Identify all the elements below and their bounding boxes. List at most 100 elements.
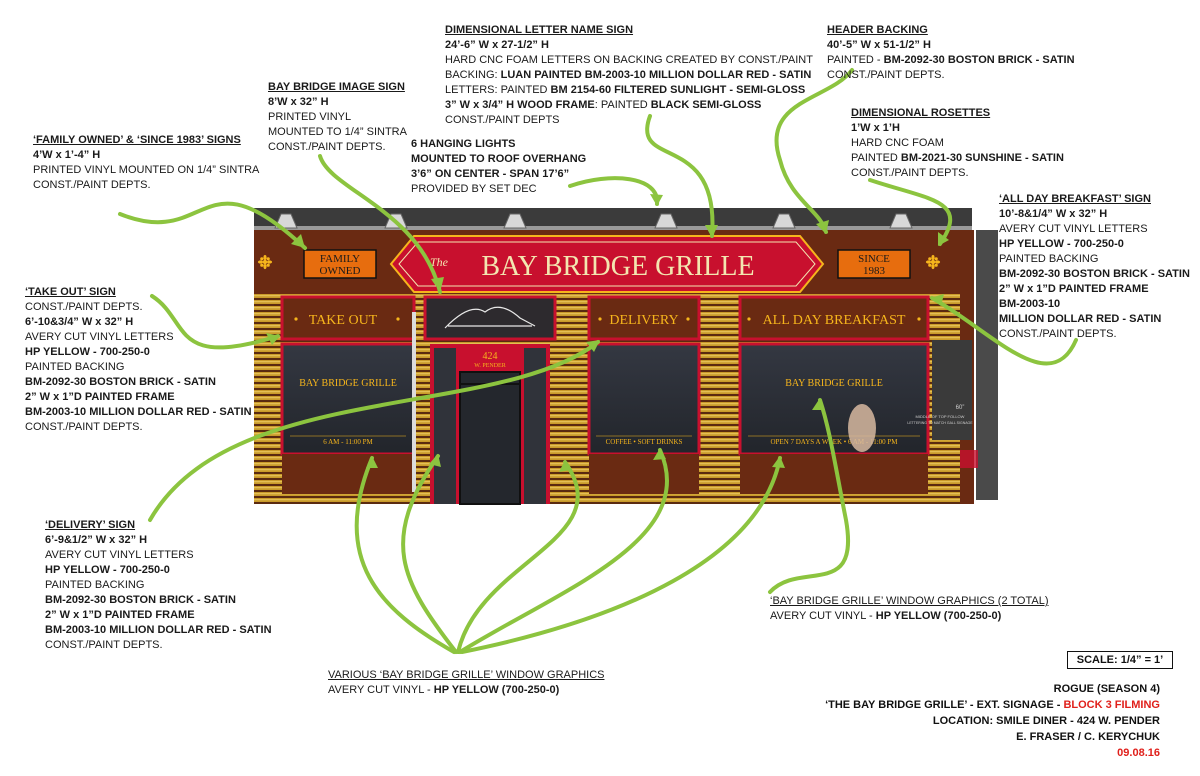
family-owned-line2: OWNED	[320, 265, 361, 277]
arrow-window-graphics	[768, 398, 850, 594]
designers: E. FRASER / C. KERYCHUK	[1016, 731, 1160, 743]
rosette-left	[257, 254, 273, 270]
annotation-line: HP YELLOW - 700-250-0	[999, 238, 1124, 250]
annotation-line: CONST./PAINT DEPTS.	[851, 167, 969, 179]
annotation-line: 4’W x 1’-4” H	[33, 149, 101, 161]
annotation-line: BM-2003-10 MILLION DOLLAR RED - SATIN	[25, 406, 252, 418]
since-line2: 1983	[863, 265, 886, 277]
annotation-line: 24’-6” W x 27-1/2” H	[445, 39, 549, 51]
annotation-line: CONST./PAINT DEPTS.	[999, 328, 1117, 340]
arrowhead	[559, 460, 571, 472]
annotation-title: 6 HANGING LIGHTS	[411, 138, 516, 150]
annotation-take-out: ‘TAKE OUT’ SIGN CONST./PAINT DEPTS. 6’-1…	[25, 285, 252, 435]
window-right	[738, 342, 930, 456]
annotation-title: VARIOUS ‘BAY BRIDGE GRILLE’ WINDOW GRAPH…	[328, 669, 605, 681]
annotation-line: MILLION DOLLAR RED - SATIN	[999, 313, 1162, 325]
annotation-line-part: 3” W x 3/4” H WOOD FRAME	[445, 99, 595, 111]
annotation-rosettes: DIMENSIONAL ROSETTES 1’W x 1’H HARD CNC …	[851, 106, 1064, 181]
arrowhead	[705, 225, 718, 238]
annotation-title: BAY BRIDGE IMAGE SIGN	[268, 81, 405, 93]
annotation-family-owned: ‘FAMILY OWNED’ & ‘SINCE 1983’ SIGNS 4’W …	[33, 133, 259, 193]
bridge-graphic	[444, 306, 536, 329]
annotation-line-part: BM-2021-30 SUNSHINE - SATIN	[900, 152, 1064, 164]
arrow-various-1	[354, 456, 456, 654]
window-note-2: MIDDLE OF TOP FOLLOW	[916, 414, 965, 419]
name-sign	[389, 235, 825, 293]
annotation-line-part: HP YELLOW (700-250-0)	[433, 684, 560, 696]
window-middle-text: COFFEE • SOFT DRINKS	[606, 438, 683, 446]
arrow-various-5	[460, 456, 782, 654]
arrowhead	[816, 220, 829, 234]
annotation-title: ‘DELIVERY’ SIGN	[45, 519, 136, 531]
arrowhead	[653, 448, 666, 460]
since-1983-sign	[837, 249, 911, 279]
show-title: ROGUE (SEASON 4)	[1053, 683, 1160, 695]
annotation-line: PRINTED VINYL	[268, 111, 352, 123]
arrow-header-backing	[774, 68, 854, 234]
arrowhead	[650, 194, 663, 206]
light-fixture	[889, 213, 913, 229]
rosette-right	[925, 254, 941, 270]
annotation-header-backing: HEADER BACKING 40’-5” W x 51-1/2” H PAIN…	[827, 23, 1075, 83]
annotation-line: PAINTED BACKING	[45, 579, 145, 591]
annotation-line: HARD CNC FOAM	[851, 137, 944, 149]
date: 09.08.16	[1117, 747, 1160, 759]
all-day-breakfast-sign	[738, 295, 930, 341]
arrow-rosette-right	[868, 178, 953, 246]
annotation-line: PROVIDED BY SET DEC	[411, 183, 537, 195]
annotation-all-day: ‘ALL DAY BREAKFAST’ SIGN 10’-8&1/4” W x …	[999, 192, 1190, 342]
address-street: W. PENDER	[474, 363, 505, 369]
annotation-line: CONST./PAINT DEPTS.	[268, 141, 386, 153]
arrow-family-owned	[118, 201, 307, 250]
bay-bridge-image-sign	[423, 295, 557, 341]
annotation-line-part: BM-2092-30 BOSTON BRICK - SATIN	[883, 54, 1075, 66]
annotation-line: 2” W x 1”D PAINTED FRAME	[45, 609, 195, 621]
annotation-line: 1’W x 1’H	[851, 122, 900, 134]
annotation-line-part: AVERY CUT VINYL -	[770, 610, 876, 622]
annotation-line: BM-2003-10 MILLION DOLLAR RED - SATIN	[45, 624, 272, 636]
family-owned-sign	[303, 249, 377, 279]
annotation-title: HEADER BACKING	[827, 24, 928, 36]
annotation-line-part: : PAINTED	[594, 99, 651, 111]
annotation-line: CONST./PAINT DEPTS.	[827, 69, 945, 81]
annotation-line-part: BLACK SEMI-GLOSS	[650, 99, 762, 111]
annotation-line: 3’6” ON CENTER - SPAN 17’6”	[411, 168, 570, 180]
window-note-3: LETTERING TO MATCH GALL SIGNAGE	[907, 421, 973, 425]
annotation-window-graphics: ‘BAY BRIDGE GRILLE’ WINDOW GRAPHICS (2 T…	[770, 594, 1049, 624]
window-left-hours: 6 AM - 11:00 PM	[323, 438, 373, 446]
annotation-line: 8’W x 32” H	[268, 96, 329, 108]
annotation-line: BM-2092-30 BOSTON BRICK - SATIN	[25, 376, 216, 388]
annotation-line: MOUNTED TO 1/4” SINTRA	[268, 126, 407, 138]
delivery-text: DELIVERY	[609, 313, 678, 328]
arrow-all-day	[930, 296, 1078, 366]
annotation-line: MOUNTED TO ROOF OVERHANG	[411, 153, 587, 165]
arrowhead	[266, 333, 280, 345]
annotation-bay-bridge-image: BAY BRIDGE IMAGE SIGN 8’W x 32” H PRINTE…	[268, 80, 407, 155]
annotation-line: HP YELLOW - 700-250-0	[45, 564, 170, 576]
arrow-heads	[266, 194, 949, 472]
annotation-line: 6’-9&1/2” W x 32” H	[45, 534, 148, 546]
annotation-line-part: LUAN PAINTED BM-2003-10 MILLION DOLLAR R…	[500, 69, 812, 81]
title-block: ROGUE (SEASON 4) ‘THE BAY BRIDGE GRILLE’…	[825, 681, 1160, 761]
scale-box: SCALE: 1/4” = 1’	[1067, 651, 1173, 669]
annotation-line: PAINTED BACKING	[999, 253, 1099, 265]
annotation-various-graphics: VARIOUS ‘BAY BRIDGE GRILLE’ WINDOW GRAPH…	[328, 668, 604, 698]
arrowhead	[291, 234, 305, 248]
annotation-line-part: PAINTED -	[827, 54, 884, 66]
location: LOCATION: SMILE DINER - 424 W. PENDER	[932, 715, 1160, 727]
annotation-line: 40’-5” W x 51-1/2” H	[827, 39, 931, 51]
arrowhead	[938, 232, 949, 246]
annotation-line: CONST./PAINT DEPTS.	[25, 421, 143, 433]
front-door	[459, 371, 521, 505]
annotation-line: CONST./PAINT DEPTS.	[33, 179, 151, 191]
annotation-line: HARD CNC FOAM LETTERS ON BACKING CREATED…	[445, 54, 813, 66]
annotation-delivery: ‘DELIVERY’ SIGN 6’-9&1/2” W x 32” H AVER…	[45, 518, 272, 653]
annotation-hanging-lights: 6 HANGING LIGHTS MOUNTED TO ROOF OVERHAN…	[411, 137, 586, 197]
annotation-line-part: HP YELLOW (700-250-0)	[875, 610, 1002, 622]
annotation-title: ‘ALL DAY BREAKFAST’ SIGN	[999, 193, 1151, 205]
window-left-name: BAY BRIDGE GRILLE	[299, 378, 397, 389]
arrowhead	[429, 454, 441, 467]
all-day-text: ALL DAY BREAKFAST	[763, 313, 906, 328]
annotation-dimensional-name: DIMENSIONAL LETTER NAME SIGN 24’-6” W x …	[445, 23, 813, 128]
